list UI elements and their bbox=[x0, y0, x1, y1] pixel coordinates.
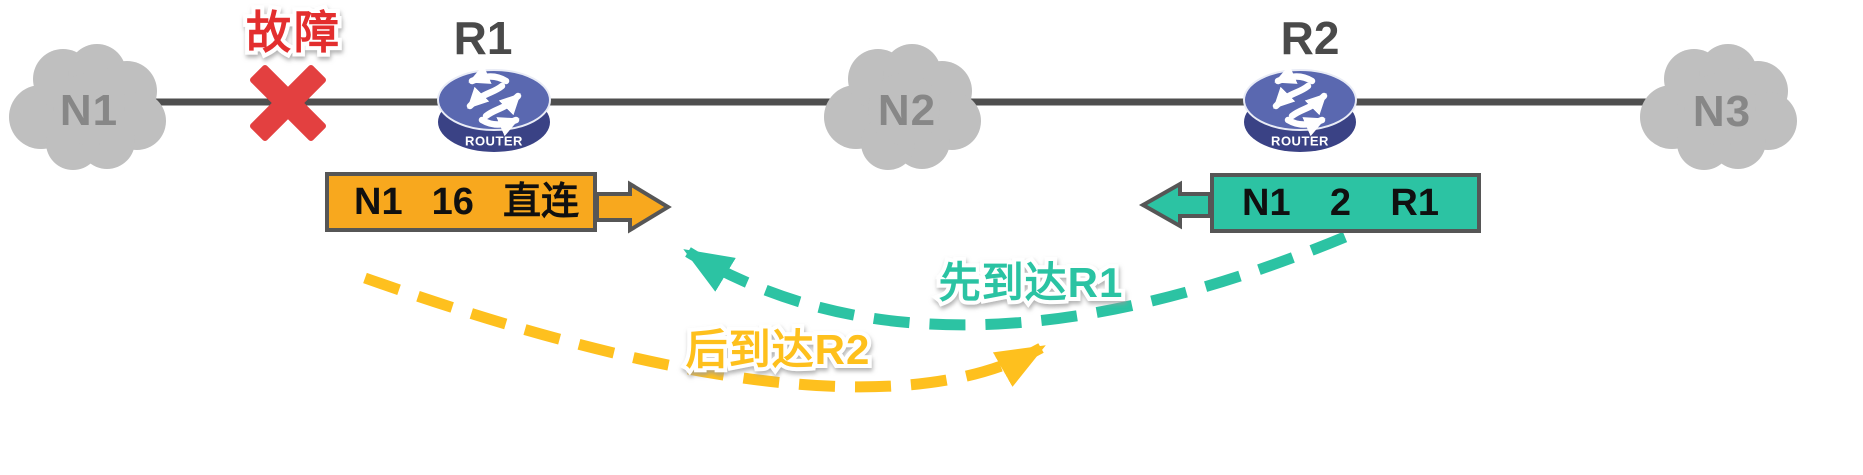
network-label-n1: N1 bbox=[59, 86, 119, 135]
teal-dashed-curve bbox=[683, 231, 1348, 331]
arrow-right-icon bbox=[595, 180, 672, 234]
router-label-r1: R1 bbox=[453, 12, 513, 64]
annotation-first-reach-r1: 先到达R1 bbox=[939, 259, 1124, 306]
yellow-dashed-curve bbox=[363, 272, 1046, 393]
route-metric: 16 bbox=[431, 181, 474, 223]
router-caption-r2: ROUTER bbox=[1271, 133, 1329, 149]
x-mark-icon bbox=[249, 64, 327, 142]
router-caption-r1: ROUTER bbox=[465, 133, 523, 149]
route-entry-r2: N1 2 R1 bbox=[1210, 173, 1481, 233]
fault-label: 故障 bbox=[246, 7, 342, 58]
annotation-later-reach-r2: 后到达R2 bbox=[686, 326, 871, 373]
route-metric: 2 bbox=[1329, 182, 1352, 224]
router-label-r2: R2 bbox=[1280, 12, 1340, 64]
network-label-n2: N2 bbox=[877, 86, 937, 135]
route-next-hop: R1 bbox=[1390, 182, 1439, 224]
route-entry-r1: N1 16 直连 bbox=[325, 172, 597, 232]
route-next-hop: 直连 bbox=[502, 181, 579, 223]
route-destination: N1 bbox=[1242, 182, 1291, 224]
network-label-n3: N3 bbox=[1692, 87, 1752, 136]
arrow-left-icon bbox=[1138, 180, 1212, 230]
route-destination: N1 bbox=[354, 181, 403, 223]
